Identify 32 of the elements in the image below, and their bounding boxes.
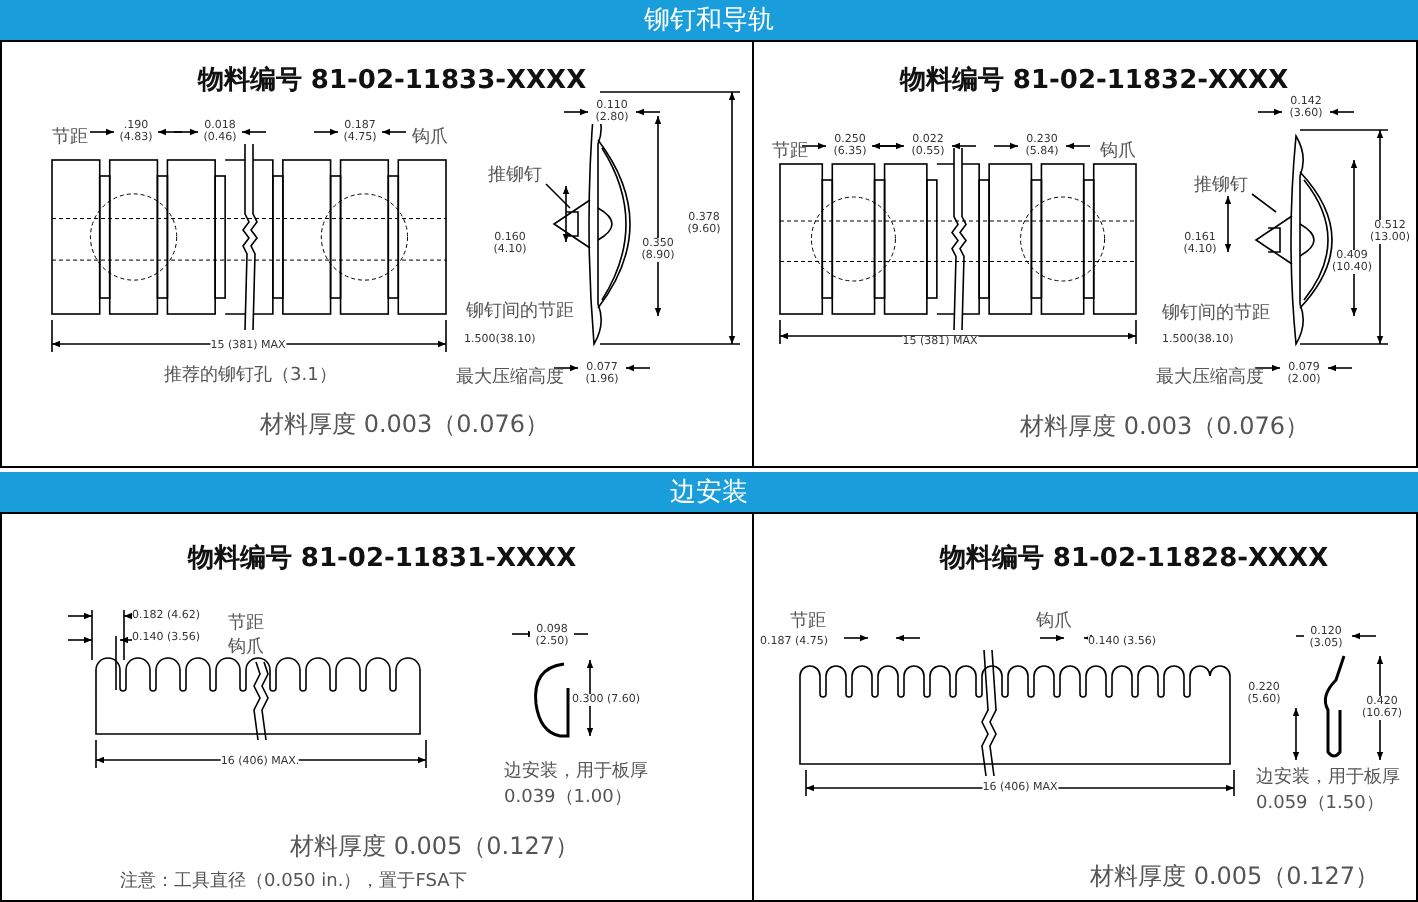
part-label: 铆钉间的节距	[1162, 301, 1270, 326]
leader-line	[545, 183, 571, 209]
callout-label: 推铆钉	[1194, 172, 1248, 198]
drawing-panel	[752, 512, 1418, 902]
part-label: 钩爪	[1100, 139, 1136, 164]
note-text: 注意：工具直径（0.050 in.），置于FSA下	[120, 869, 468, 894]
part-label: 最大压缩高度	[456, 365, 564, 390]
section-header-bar: 边安装	[0, 472, 1418, 512]
note-text: 边安装，用于板厚0.059（1.50）	[1256, 766, 1402, 818]
thickness-label: 材料厚度 0.005（0.127）	[1090, 860, 1380, 894]
part-label: 钩爪	[1036, 609, 1072, 634]
part-label: 节距	[228, 611, 264, 636]
part-label: 节距	[790, 609, 826, 634]
leader-line	[1251, 193, 1277, 213]
callout-label: 推铆钉	[488, 162, 542, 188]
part-label: 铆钉间的节距	[466, 299, 574, 324]
dimension-label: 节距	[772, 139, 808, 164]
thickness-label: 材料厚度 0.003（0.076）	[1020, 410, 1310, 444]
section-header-bar: 铆钉和导轨	[0, 0, 1418, 40]
part-number-title: 物料编号 81-02-11833-XXXX	[197, 63, 587, 98]
part-label: 钩爪	[412, 125, 448, 150]
note-text: 边安装，用于板厚0.039（1.00）	[504, 760, 650, 812]
part-number-title: 物料编号 81-02-11828-XXXX	[939, 541, 1329, 576]
note-text: 推荐的铆钉孔（3.1）	[164, 363, 337, 388]
drawing-panel	[752, 40, 1418, 468]
thickness-label: 材料厚度 0.005（0.127）	[290, 830, 580, 864]
dimension-label: 节距	[52, 125, 88, 150]
thickness-label: 材料厚度 0.003（0.076）	[260, 408, 550, 442]
part-label: 最大压缩高度	[1156, 365, 1264, 390]
part-number-title: 物料编号 81-02-11832-XXXX	[899, 63, 1289, 98]
part-number-title: 物料编号 81-02-11831-XXXX	[187, 541, 577, 576]
part-label: 钩爪	[228, 635, 264, 660]
